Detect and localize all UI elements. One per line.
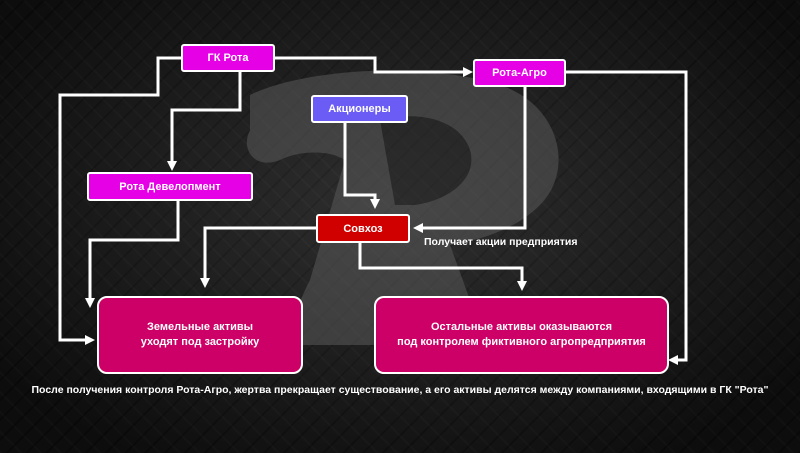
node-gk-rota: ГК Рота [181, 44, 275, 72]
edge-aktsionery-sovkhoz [343, 122, 380, 209]
edge-gkrota-rotaagro [275, 56, 473, 77]
node-land-assets: Земельные активы уходят под застройку [97, 296, 303, 374]
edge-label-shares: Получает акции предприятия [424, 236, 578, 248]
node-rota-development-label: Рота Девелопмент [119, 180, 221, 193]
edge-sovkhoz-land [200, 226, 316, 288]
node-sovkhoz: Совхоз [316, 214, 410, 243]
edge-gkrota-rotadev [167, 72, 242, 171]
edge-sovkhoz-other [358, 242, 527, 291]
edges [58, 56, 688, 365]
node-other-assets: Остальные активы оказываются под контрол… [374, 296, 669, 374]
node-other-assets-line2: под контролем фиктивного агропредприятия [397, 336, 646, 348]
node-rota-agro: Рота-Агро [473, 59, 566, 87]
node-sovkhoz-label: Совхоз [343, 222, 383, 235]
node-rota-agro-label: Рота-Агро [492, 67, 547, 79]
edge-rotaagro-sovkhoz [413, 86, 527, 233]
edge-rotadev-land [85, 201, 180, 308]
node-other-assets-line1: Остальные активы оказываются [430, 321, 613, 333]
caption: После получения контроля Рота-Агро, жерт… [31, 384, 769, 396]
background-logo-icon [246, 70, 559, 345]
edge-rotaagro-other [566, 70, 688, 365]
edge-gkrota-land [58, 56, 185, 345]
node-aktsionery-label: Акционеры [328, 103, 391, 115]
node-aktsionery: Акционеры [311, 95, 408, 123]
node-land-assets-line2: уходят под застройку [140, 336, 260, 348]
node-land-assets-line1: Земельные активы [146, 321, 253, 333]
node-gk-rota-label: ГК Рота [207, 52, 249, 64]
node-rota-development: Рота Девелопмент [87, 172, 253, 201]
